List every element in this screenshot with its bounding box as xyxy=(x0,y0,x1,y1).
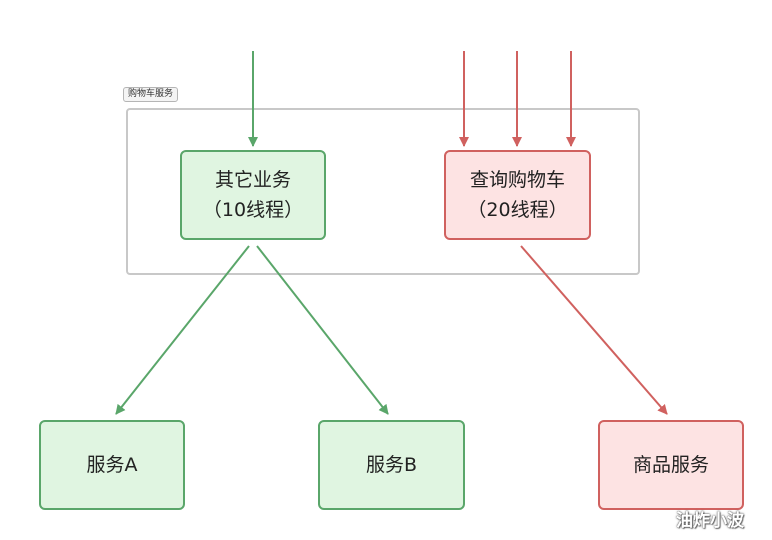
node-service-a-label: 服务A xyxy=(86,454,138,476)
node-product-service-label: 商品服务 xyxy=(632,454,709,476)
node-service-b: 服务B xyxy=(318,420,465,510)
node-service-b-label: 服务B xyxy=(365,454,418,476)
node-other-business-title: 其它业务 xyxy=(214,169,291,191)
group-label: 购物车服务 xyxy=(123,87,179,102)
arrow-other-business-to-service-a xyxy=(115,245,250,415)
watermark-text: 油炸小波 xyxy=(676,511,744,531)
shopping-cart-service-group xyxy=(126,108,640,275)
node-query-cart: 查询购物车 （20线程） xyxy=(444,150,591,240)
arrow-query-cart-to-product-service xyxy=(520,245,668,415)
node-query-cart-title: 查询购物车 xyxy=(469,169,565,191)
arrow-other-business-to-service-b xyxy=(256,245,389,415)
node-query-cart-threads: （20线程） xyxy=(467,199,568,221)
node-service-a: 服务A xyxy=(39,420,185,510)
node-other-business: 其它业务 （10线程） xyxy=(180,150,326,240)
node-product-service: 商品服务 xyxy=(598,420,744,510)
node-other-business-threads: （10线程） xyxy=(202,199,304,221)
